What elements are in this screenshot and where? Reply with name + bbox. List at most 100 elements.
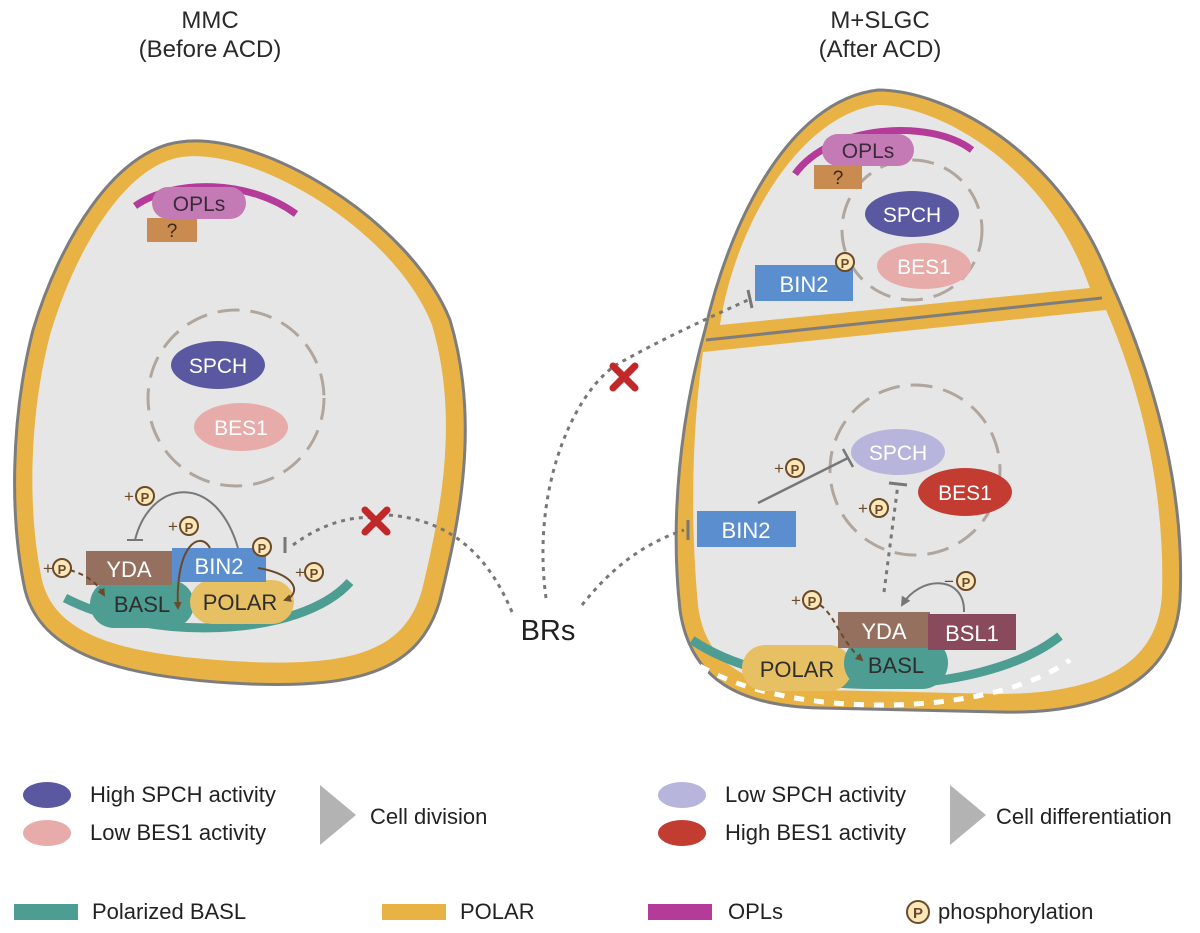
p-symbol: P <box>58 562 67 577</box>
right-opls-blob <box>822 134 914 166</box>
plus-sign: + <box>774 459 784 478</box>
left-bin2-box <box>172 548 266 582</box>
legend-phosphorylation-label: phosphorylation <box>938 899 1094 924</box>
brs-to-left-line <box>387 513 514 613</box>
legend-cell-division-arrow <box>320 785 356 845</box>
left-opls-label: OPLs <box>173 193 226 216</box>
right-opls-label: OPLs <box>842 140 895 163</box>
right-components: ? OPLs SPCH BES1 BIN2 P SPCH BES1 BIN2 +… <box>697 134 1016 691</box>
p-symbol: P <box>258 541 267 556</box>
right-phospho-spch: + P <box>858 498 889 518</box>
p-symbol: P <box>791 462 800 477</box>
right-unknown-label: ? <box>833 168 844 189</box>
brs-label: BRs <box>521 615 576 647</box>
legend-low-spch-swatch <box>658 782 706 808</box>
left-title: MMC (Before ACD) <box>110 6 310 64</box>
right-lower-bes1-label: BES1 <box>938 482 992 505</box>
right-phospho-basl: + P <box>791 590 822 610</box>
right-upper-bin2-box <box>755 265 853 301</box>
right-polar-label: POLAR <box>760 657 835 682</box>
left-block-x <box>361 506 391 536</box>
right-upper-spch-label: SPCH <box>883 204 941 227</box>
right-division-wall <box>705 296 1103 342</box>
left-nucleus <box>146 308 326 488</box>
p-symbol: P <box>841 256 850 271</box>
left-opls-band <box>132 183 299 217</box>
right-unknown-box <box>814 165 862 189</box>
left-phospho-3: P <box>252 537 272 557</box>
right-lower-nucleus <box>828 383 1002 557</box>
right-yda-box <box>838 612 930 648</box>
brs-to-right-top-bar <box>746 289 754 309</box>
right-block-x <box>609 362 639 392</box>
legend-polarized-basl-swatch <box>14 904 78 920</box>
right-bin2-spch-inhibition <box>757 456 849 505</box>
left-bin2-polar-arrow <box>257 567 295 602</box>
brs-to-right-bottom-line <box>580 528 685 606</box>
left-bes1-label: BES1 <box>214 417 268 440</box>
legend-high-bes1-swatch <box>658 820 706 846</box>
p-symbol: P <box>913 905 923 922</box>
left-yda-label: YDA <box>106 557 152 582</box>
left-polar-label: POLAR <box>203 590 278 615</box>
left-title-line1: MMC <box>181 7 239 34</box>
left-phospho-2: + P <box>168 516 199 536</box>
right-lower-bes1 <box>918 468 1012 516</box>
left-yda-basl-arrow <box>69 569 106 597</box>
right-title: M+SLGC (After ACD) <box>780 6 980 64</box>
left-bin2-yda-inhibition <box>134 491 239 549</box>
right-lower-bin2-box <box>697 511 796 547</box>
right-lower-spch-label: SPCH <box>869 442 927 465</box>
brs-to-right-top-line <box>541 298 749 599</box>
minus-sign: − <box>944 572 954 591</box>
left-opls-blob <box>152 187 246 219</box>
right-upper-bin2-label: BIN2 <box>780 272 829 297</box>
right-title-line2: (After ACD) <box>818 36 942 63</box>
right-title-line1: M+SLGC <box>830 7 930 34</box>
right-upper-bes1 <box>877 243 971 289</box>
p-symbol: P <box>875 502 884 517</box>
right-phospho-bin2: + P <box>774 458 805 478</box>
legend-opls-swatch <box>648 904 712 920</box>
legend-cell-differentiation-label: Cell differentiation <box>996 804 1172 829</box>
right-upper-nucleus <box>840 158 984 302</box>
legend-polarized-basl-label: Polarized BASL <box>92 899 247 924</box>
legend-phospho-icon: P <box>906 900 930 924</box>
right-yda-spch-bar <box>888 481 908 487</box>
left-unknown-label: ? <box>167 221 178 242</box>
legend-high-spch-swatch <box>23 782 71 808</box>
legend: P <box>14 782 986 924</box>
right-dephospho: − P <box>944 571 976 591</box>
right-lower-spch <box>851 429 945 475</box>
right-upper-bes1-label: BES1 <box>897 256 951 279</box>
legend-cell-division-label: Cell division <box>370 804 488 829</box>
p-symbol: P <box>310 566 319 581</box>
right-bin2-spch-bar <box>841 448 855 468</box>
legend-low-bes1-swatch <box>23 820 71 846</box>
left-bin2-label: BIN2 <box>195 554 244 579</box>
left-spch <box>171 341 265 389</box>
left-basl-label: BASL <box>114 592 170 617</box>
right-yda-label: YDA <box>861 619 907 644</box>
p-symbol: P <box>962 575 971 590</box>
left-phospho-4: + P <box>295 562 324 582</box>
plus-sign: + <box>168 517 178 536</box>
plus-sign: + <box>124 487 134 506</box>
right-yda-basl-arrow <box>819 604 864 662</box>
legend-polar-label: POLAR <box>460 899 535 924</box>
left-phospho-1: + P <box>124 486 155 506</box>
p-symbol: P <box>185 520 194 535</box>
left-yda-box <box>86 551 172 585</box>
legend-high-spch-label: High SPCH activity <box>90 782 276 807</box>
left-spch-label: SPCH <box>189 355 247 378</box>
left-phospho-5: + P <box>43 558 72 578</box>
left-title-line2: (Before ACD) <box>138 36 282 63</box>
right-basl-label: BASL <box>868 653 924 678</box>
right-bsl1-yda-arrow <box>900 582 966 613</box>
left-bin2-basl-arrow <box>173 539 211 610</box>
left-components: ? OPLs SPCH BES1 BASL POLAR YDA BIN2 + P <box>43 187 379 628</box>
right-basl-blob <box>844 637 948 689</box>
right-lower-bin2-label: BIN2 <box>722 518 771 543</box>
left-unknown-box <box>147 218 197 242</box>
